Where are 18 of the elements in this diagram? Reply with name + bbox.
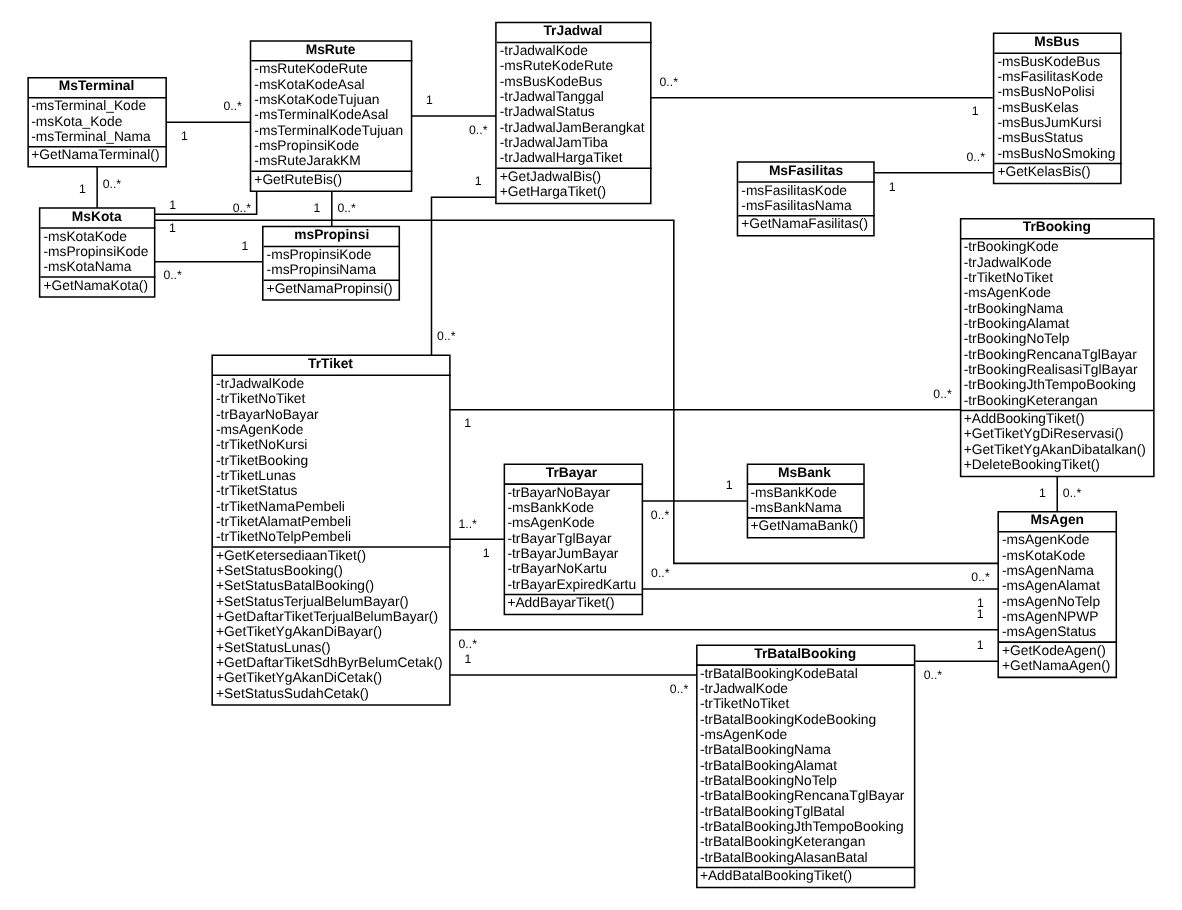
connector xyxy=(449,538,505,541)
connector xyxy=(430,196,497,356)
connector xyxy=(1056,476,1058,513)
connector xyxy=(165,121,251,123)
connector xyxy=(449,674,698,676)
connector xyxy=(96,166,98,209)
connector xyxy=(153,190,258,215)
connector xyxy=(154,219,999,565)
connector xyxy=(449,629,999,631)
connector xyxy=(641,500,748,502)
connector xyxy=(331,190,333,228)
connector xyxy=(449,409,961,411)
connector xyxy=(873,172,995,174)
connector xyxy=(650,96,994,99)
connector xyxy=(154,261,264,263)
connector xyxy=(914,660,999,663)
connector xyxy=(410,115,497,117)
connector xyxy=(641,588,999,590)
